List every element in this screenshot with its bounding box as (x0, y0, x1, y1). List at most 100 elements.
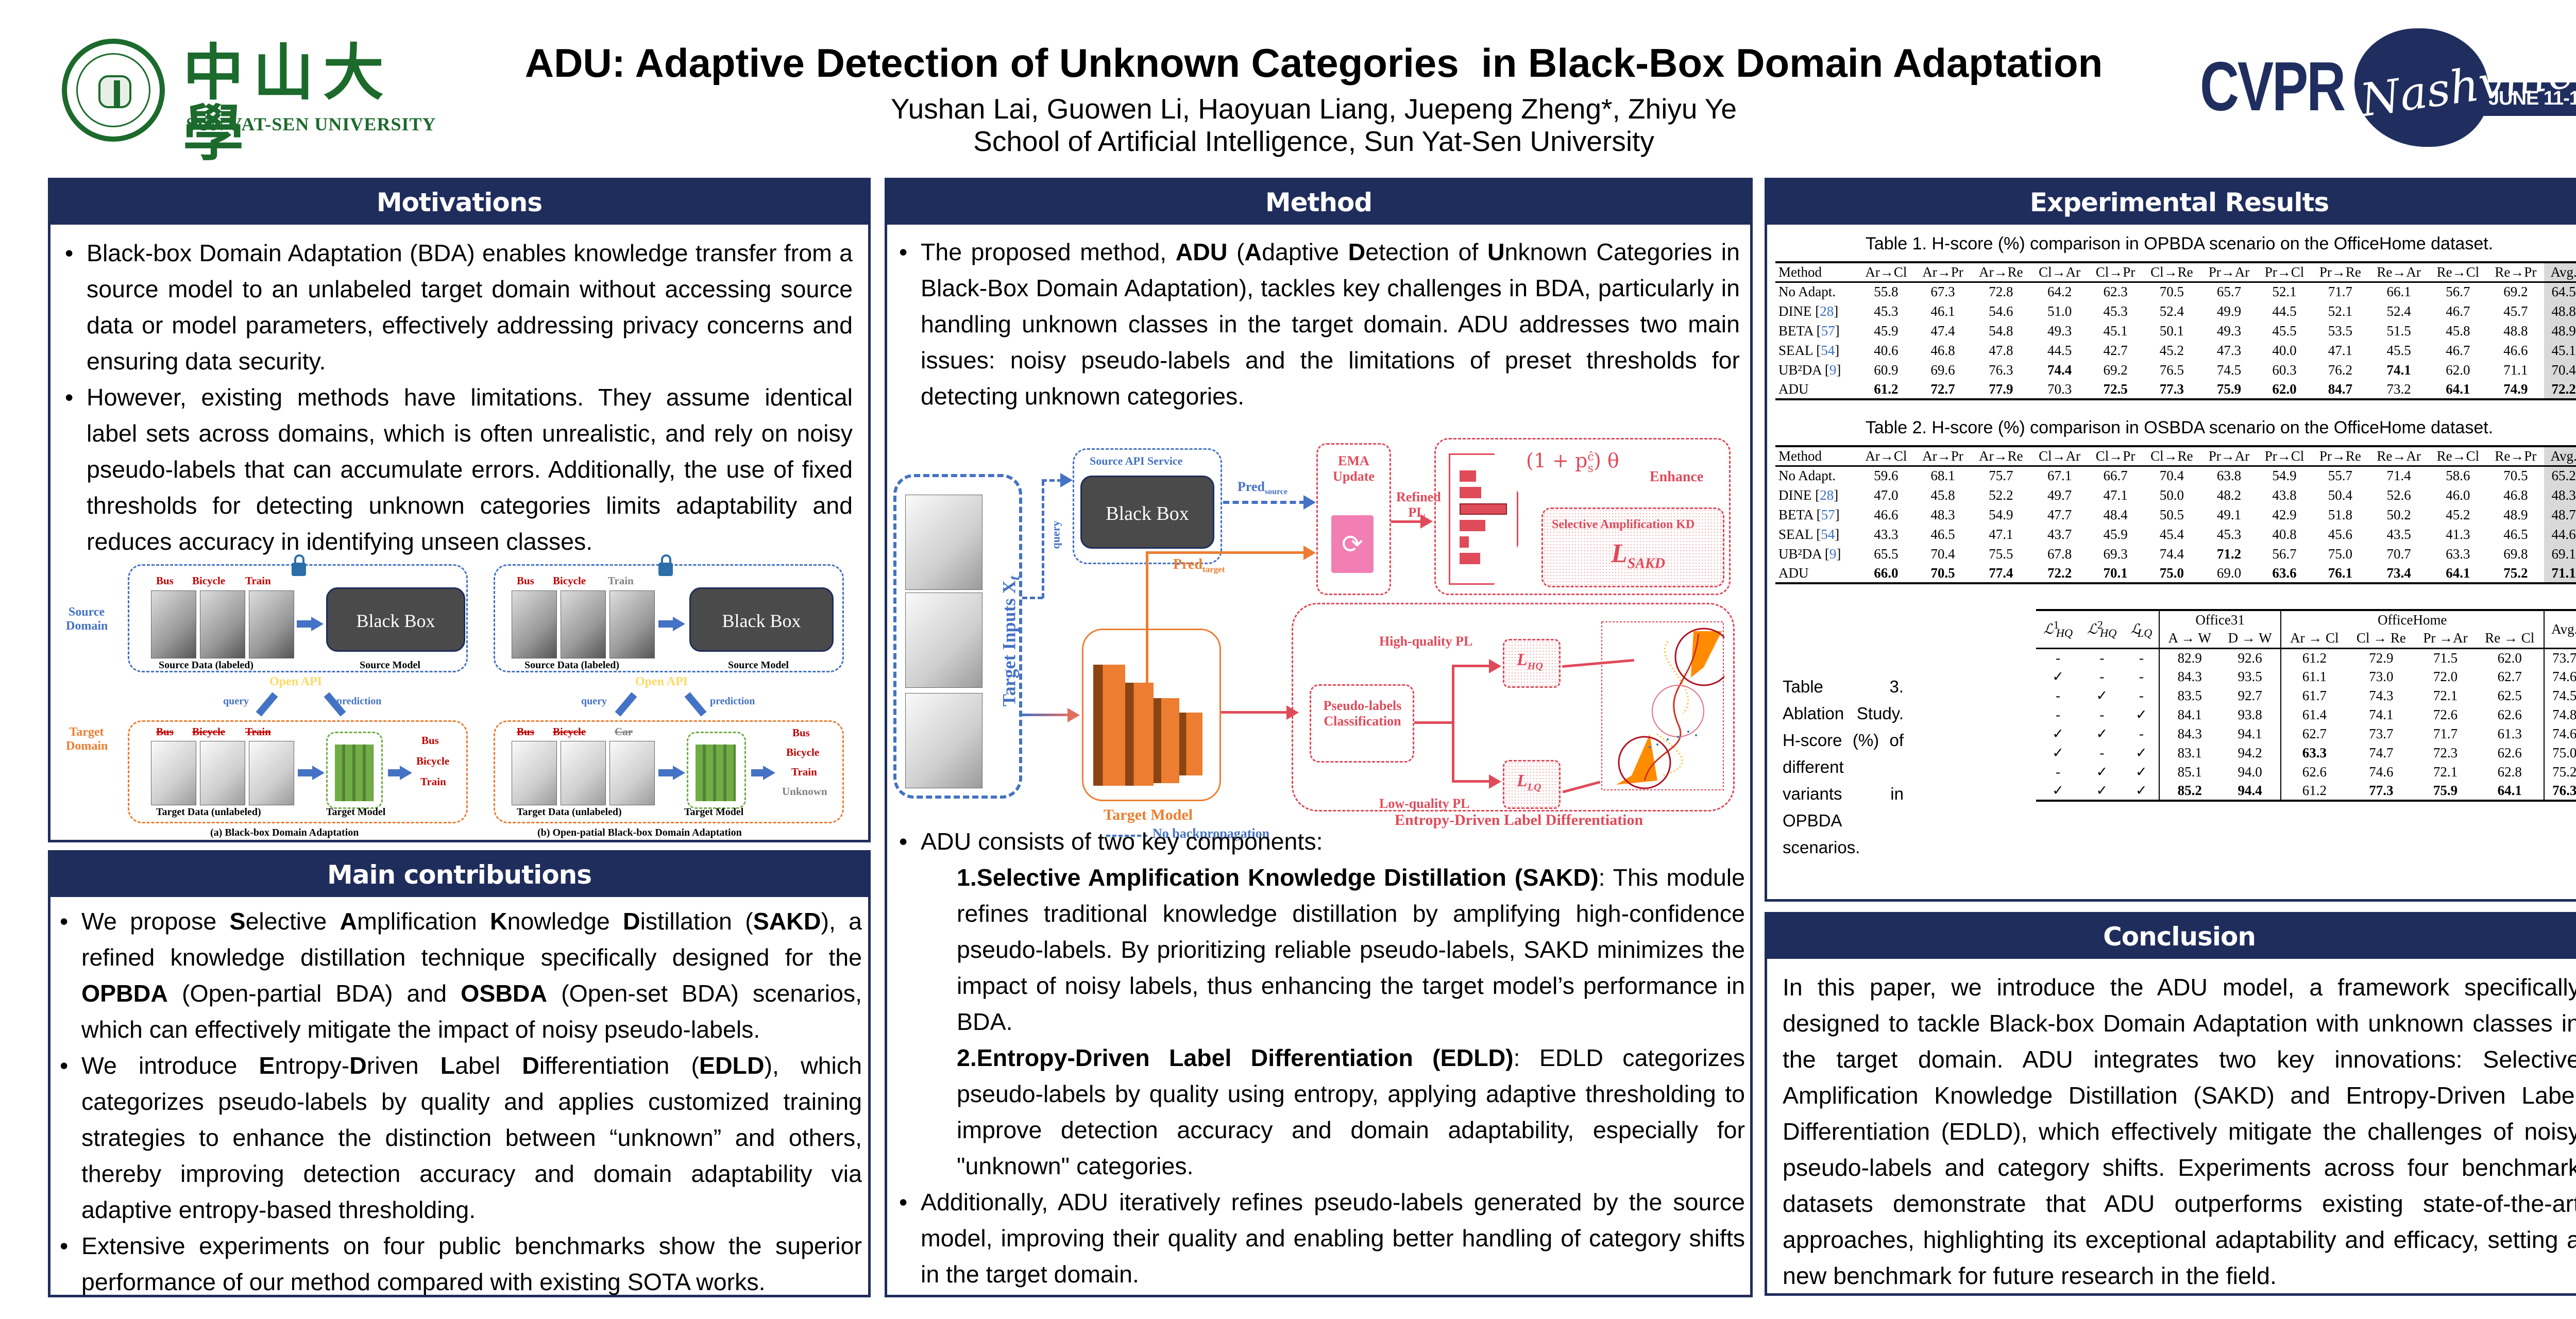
bicycle-render (200, 741, 245, 805)
citation-link[interactable]: 9 (1829, 546, 1837, 562)
table-cell: 61.2 (2280, 648, 2348, 667)
flag-cell: ✓ (2052, 669, 2064, 684)
table-cell: 47.4 (1930, 323, 1955, 339)
table-cell: 72.2 (2544, 380, 2576, 399)
table-cell: 40.0 (2272, 342, 2297, 358)
query-label: query (1049, 520, 1062, 549)
table-cell: 46.5 (1930, 526, 1955, 542)
table-cell: 67.8 (2047, 546, 2072, 562)
citation-link[interactable]: 57 (1821, 506, 1835, 522)
table-cell: 49.3 (2216, 323, 2242, 339)
table-cell: 43.3 (1874, 526, 1899, 542)
method-name: DINE [28] (1778, 303, 1839, 319)
motivations-heading: Motivations (50, 180, 868, 225)
citation-link[interactable]: 57 (1821, 323, 1835, 339)
table-cell: 61.1 (2280, 667, 2348, 686)
column-header: Re→Ar (2377, 448, 2421, 464)
table-cell: 64.5 (2544, 282, 2576, 301)
column-header: Pr→Cl (2264, 264, 2304, 280)
table-cell: 71.2 (2216, 546, 2242, 562)
flag-cell: ✓ (2136, 764, 2147, 780)
target-inputs-label: Target Inputs Xt (998, 576, 1023, 707)
motivation-item: However, existing methods have limitatio… (56, 379, 853, 560)
l-hq-box (1503, 639, 1561, 688)
high-quality-label: High-quality PL (1379, 634, 1473, 649)
car-render (609, 741, 655, 805)
table-cell: 56.7 (2272, 546, 2297, 562)
refined-pl-label: Refined PL (1396, 489, 1441, 520)
open-api-label: Open API (635, 675, 688, 688)
table2-caption: Table 2. H-score (%) comparison in OSBDA… (1865, 418, 2494, 437)
table-cell: 62.5 (2497, 688, 2522, 703)
pred-target-label: Predtarget (1173, 556, 1225, 574)
table-cell: 43.7 (2047, 526, 2072, 542)
table-cell: 51.5 (2386, 323, 2411, 339)
table-cell: 62.6 (2280, 763, 2348, 782)
citation-link[interactable]: 9 (1829, 362, 1837, 378)
table-cell: 48.3 (2544, 485, 2576, 505)
table-cell: 82.9 (2159, 648, 2220, 667)
source-black-box: Black Box (1080, 476, 1214, 549)
column-header: Ar→Pr (1922, 448, 1963, 464)
citation-link[interactable]: 54 (1821, 342, 1835, 358)
table-cell: 62.0 (2446, 362, 2470, 378)
table-cell: 48.8 (2544, 301, 2576, 321)
table-cell: 60.3 (2272, 362, 2297, 378)
flag-cell: ✓ (2052, 726, 2064, 741)
source-black-box: Black Box (326, 587, 465, 652)
table-cell: 71.1 (2544, 564, 2576, 583)
method-name: DINE [28] (1778, 487, 1839, 503)
table-cell: 69.2 (2103, 362, 2128, 378)
table-cell: 76.1 (2328, 565, 2353, 581)
l-lq-box (1503, 760, 1561, 809)
table-cell: 76.3 (1989, 362, 2013, 378)
entropy-plot (1601, 621, 1724, 790)
method-name: ADU (1778, 565, 1809, 581)
conclusion-text: In this paper, we introduce the ADU mode… (1783, 974, 2576, 1289)
column-header: Pr→Re (2319, 448, 2361, 464)
motivation-item: Black-box Domain Adaptation (BDA) enable… (56, 235, 853, 379)
table-cell: 75.0 (2159, 565, 2184, 581)
table-cell: 75.2 (2543, 763, 2576, 782)
table-cell: 40.6 (1874, 342, 1899, 358)
flag-cell: - (2139, 650, 2144, 666)
method-name: BETA [57] (1778, 323, 1840, 339)
table3-caption: Table 3. Ablation Study. H-score (%) of … (1783, 677, 1904, 857)
arrow-right-icon (311, 617, 324, 631)
table-cell: 71.7 (2328, 284, 2353, 300)
citation-link[interactable]: 28 (1820, 303, 1834, 319)
citation-link[interactable]: 28 (1820, 487, 1834, 503)
target-domain-label: Target Domain (66, 725, 108, 753)
pl-classification-label: Pseudo-labels Classification (1323, 698, 1402, 729)
flag-cell: ✓ (2136, 745, 2147, 760)
query-arrow-icon (1060, 473, 1073, 487)
citation-link[interactable]: 54 (1821, 526, 1835, 542)
sakd-formula: (1 + pĉs) θ (1526, 449, 1619, 475)
column-header: Pr→Re (2319, 264, 2361, 280)
bus-photo (512, 590, 557, 658)
table-cell: 45.9 (2103, 526, 2128, 542)
table-cell: 45.3 (1874, 303, 1899, 319)
table-cell: 72.6 (2433, 707, 2458, 722)
contributions-list: We propose Selective Amplification Knowl… (50, 897, 868, 1300)
flag-cell: - (2139, 688, 2144, 703)
flag-cell: - (2056, 688, 2061, 703)
poster-title: ADU: Adaptive Detection of Unknown Categ… (524, 40, 2103, 86)
bda-figure: Source Domain Target Domain Bus Bicycle … (50, 554, 868, 840)
table-cell: 45.2 (2159, 342, 2184, 358)
flag-cell: ✓ (2096, 764, 2108, 780)
table-cell: 47.1 (2328, 342, 2353, 358)
table-cell: 93.5 (2238, 669, 2262, 684)
university-seal-icon (62, 39, 165, 142)
sysu-logo: 中山大學 SUN YAT-SEN UNIVERSITY (59, 36, 440, 164)
table-cell: 72.0 (2433, 669, 2458, 684)
method-components: ADU consists of two key components: 1.Se… (890, 823, 1748, 1292)
table-cell: 46.6 (1874, 506, 1899, 522)
